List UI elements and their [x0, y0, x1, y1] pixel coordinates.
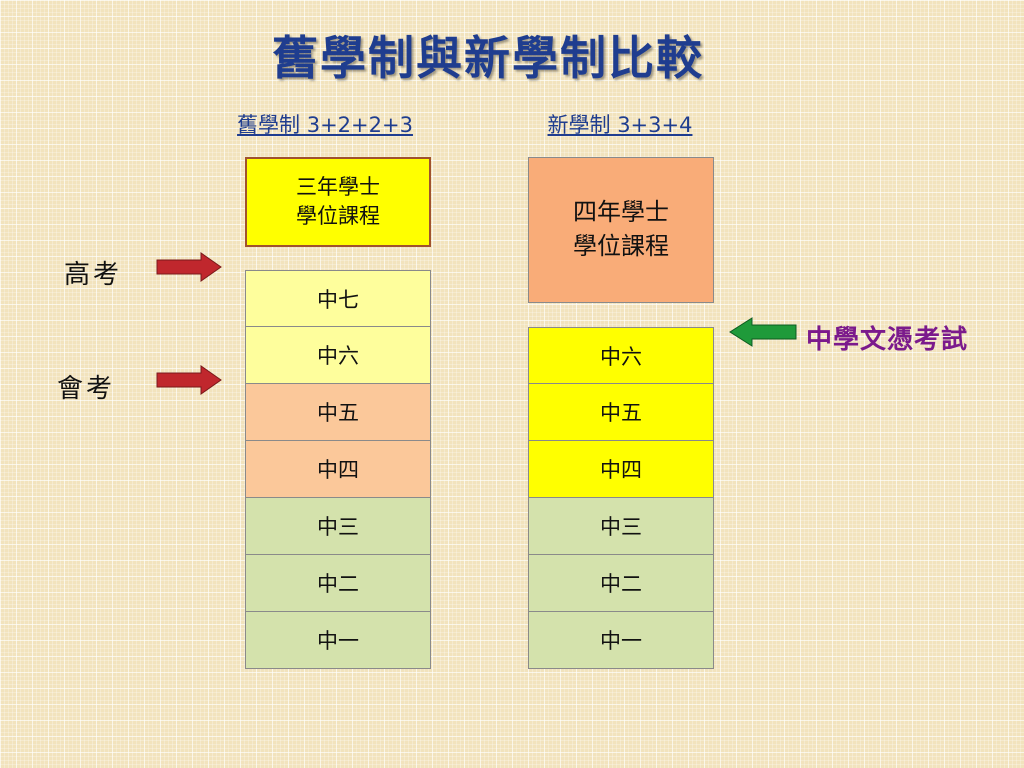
old-degree-line1: 三年學士: [296, 174, 380, 199]
alevel-arrow-icon: [156, 252, 222, 282]
old-degree-line2: 學位課程: [296, 204, 380, 228]
cee-arrow-icon: [156, 365, 222, 395]
new-grade-cell: 中一: [528, 612, 714, 669]
old-grade-cell: 中四: [245, 441, 431, 498]
dse-exam-label: 中學文憑考試: [806, 325, 969, 355]
new-degree-line2: 學位課程: [573, 232, 669, 260]
new-system-heading: 新學制 3+3+4: [547, 113, 693, 137]
old-grade-cell: 中五: [245, 384, 431, 441]
new-degree-line1: 四年學士: [573, 198, 669, 227]
new-grade-cell: 中三: [528, 498, 714, 555]
old-grade-cell: 中七: [245, 270, 431, 327]
old-system-heading: 舊學制 3+2+2+3: [237, 113, 413, 137]
new-grade-column: 中六 中五 中四 中三 中二 中一: [528, 327, 714, 669]
old-grade-cell: 中三: [245, 498, 431, 555]
old-grade-column: 中七 中六 中五 中四 中三 中二 中一: [245, 270, 431, 669]
new-grade-cell: 中六: [528, 327, 714, 384]
alevel-exam-label: 高考: [64, 260, 123, 290]
new-grade-cell: 中四: [528, 441, 714, 498]
cee-exam-label: 會考: [57, 374, 116, 404]
page-title: 舊學制與新學制比較: [272, 31, 704, 85]
old-degree-box: 三年學士 學位課程: [245, 157, 431, 247]
new-degree-box: 四年學士 學位課程: [528, 157, 714, 303]
new-grade-cell: 中二: [528, 555, 714, 612]
new-grade-cell: 中五: [528, 384, 714, 441]
old-grade-cell: 中六: [245, 327, 431, 384]
dse-arrow-icon: [729, 317, 797, 347]
old-grade-cell: 中二: [245, 555, 431, 612]
old-grade-cell: 中一: [245, 612, 431, 669]
